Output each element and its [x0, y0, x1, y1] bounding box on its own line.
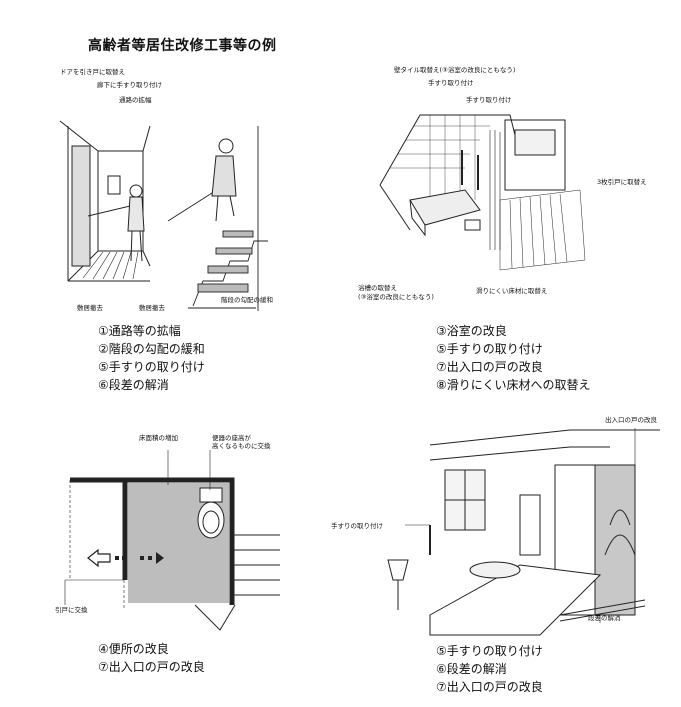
callout-step: 段差の解消	[588, 614, 621, 622]
list-item: ③浴室の改良	[436, 324, 507, 338]
callout-stairs: 階段の勾配の緩和	[221, 296, 273, 304]
bathroom-illustration	[379, 114, 586, 271]
list-item: ⑦出入口の戸の改良	[436, 360, 543, 374]
callout-wall-tile: 壁タイル取替え(③浴室の改良にともなう)	[394, 66, 516, 74]
callout-toilet-seat: 便器の座高が	[212, 434, 251, 442]
panel2-items: ③浴室の改良 ⑤手すりの取り付け ⑦出入口の戸の改良 ⑧滑りにくい床材への取替え	[436, 322, 591, 394]
callout-sill-1: 敷居撤去	[77, 304, 103, 312]
panel1-items: ①通路等の拡幅 ②階段の勾配の緩和 ⑤手すりの取り付け ⑥段差の解消	[98, 322, 205, 394]
callout-widen: 通路の拡幅	[119, 96, 152, 104]
list-item: ⑤手すりの取り付け	[436, 644, 543, 658]
list-item: ⑤手すりの取り付け	[436, 342, 543, 356]
list-item: ①通路等の拡幅	[98, 324, 181, 338]
callout-floor: 滑りにくい床材に取替え	[476, 287, 548, 295]
list-item: ⑥段差の解消	[436, 662, 507, 676]
list-item: ⑤手すりの取り付け	[98, 360, 205, 374]
callout-handrail-1: 手すり取り付け	[428, 79, 474, 87]
callout-toilet-seat-2: 高くなるものに交換	[212, 442, 271, 450]
callout-bathtub-note: (③浴室の改良にともなう)	[358, 293, 434, 301]
callout-entrance: 出入口の戸の改良	[605, 416, 657, 424]
list-item: ⑧滑りにくい床材への取替え	[436, 378, 591, 392]
callout-handrail: 手すりの取り付け	[331, 522, 383, 530]
panel3-items: ④便所の改良 ⑦出入口の戸の改良	[98, 640, 205, 676]
callout-corridor-handrail: 廊下に手すり取り付け	[97, 81, 162, 89]
list-item: ⑦出入口の戸の改良	[436, 680, 543, 694]
callout-handrail-2: 手すり取り付け	[466, 96, 512, 104]
page-title: 高齢者等居住改修工事等の例	[88, 38, 277, 54]
living-room-illustration	[387, 428, 660, 636]
list-item: ②階段の勾配の緩和	[98, 342, 205, 356]
list-item: ⑦出入口の戸の改良	[98, 660, 205, 674]
corridor-stairs-illustration	[59, 120, 268, 311]
callout-sliding: 引戸に交換	[55, 606, 88, 614]
callout-bathtub: 浴槽の取替え	[358, 284, 397, 292]
list-item: ④便所の改良	[98, 642, 169, 656]
callout-door: ドアを引き戸に取替え	[60, 68, 125, 76]
toilet-plan-illustration	[64, 450, 280, 631]
callout-floor-area: 床面積の増加	[139, 434, 178, 442]
panel4-items: ⑤手すりの取り付け ⑥段差の解消 ⑦出入口の戸の改良	[436, 642, 543, 696]
list-item: ⑥段差の解消	[98, 378, 169, 392]
callout-sill-2: 敷居撤去	[139, 304, 165, 312]
callout-sliding-door: 3枚引戸に取替え	[597, 178, 647, 186]
